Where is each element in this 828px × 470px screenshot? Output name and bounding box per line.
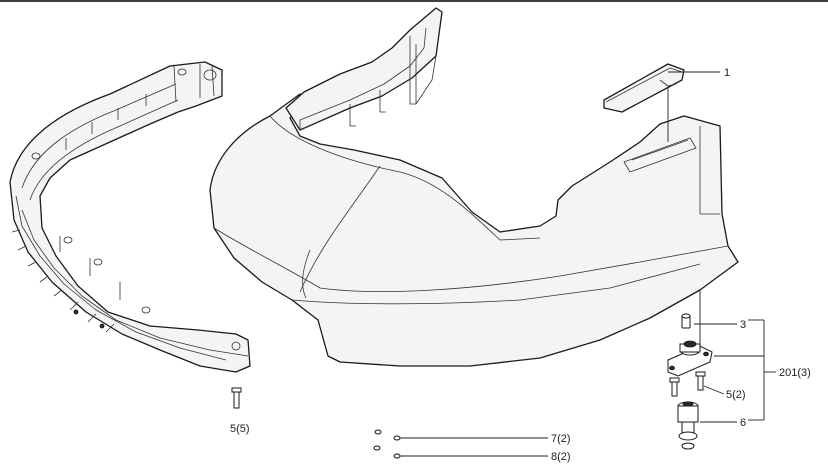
part-5-screw-left bbox=[231, 387, 242, 409]
callout-1: 1 bbox=[724, 67, 730, 79]
part-1-clip bbox=[603, 63, 685, 113]
leader-lines bbox=[400, 71, 776, 457]
callout-5-2: 5(2) bbox=[726, 389, 746, 401]
part-6-roller bbox=[677, 401, 699, 450]
callout-3: 3 bbox=[740, 319, 746, 331]
main-cover-shell bbox=[209, 93, 739, 367]
curved-frame-part bbox=[9, 61, 251, 373]
part-3-screw bbox=[681, 313, 691, 329]
callout-8: 8(2) bbox=[551, 451, 571, 463]
part-201-mount bbox=[667, 340, 713, 377]
callout-6: 6 bbox=[740, 417, 746, 429]
callout-201: 201(3) bbox=[779, 367, 811, 379]
hardware-stack bbox=[667, 313, 713, 450]
rear-bracket-part bbox=[285, 7, 443, 131]
callout-7: 7(2) bbox=[551, 433, 571, 445]
part-5-screws-right bbox=[669, 371, 706, 397]
callout-5-5: 5(5) bbox=[230, 423, 250, 435]
parts-7-8-small-hardware bbox=[373, 429, 401, 459]
